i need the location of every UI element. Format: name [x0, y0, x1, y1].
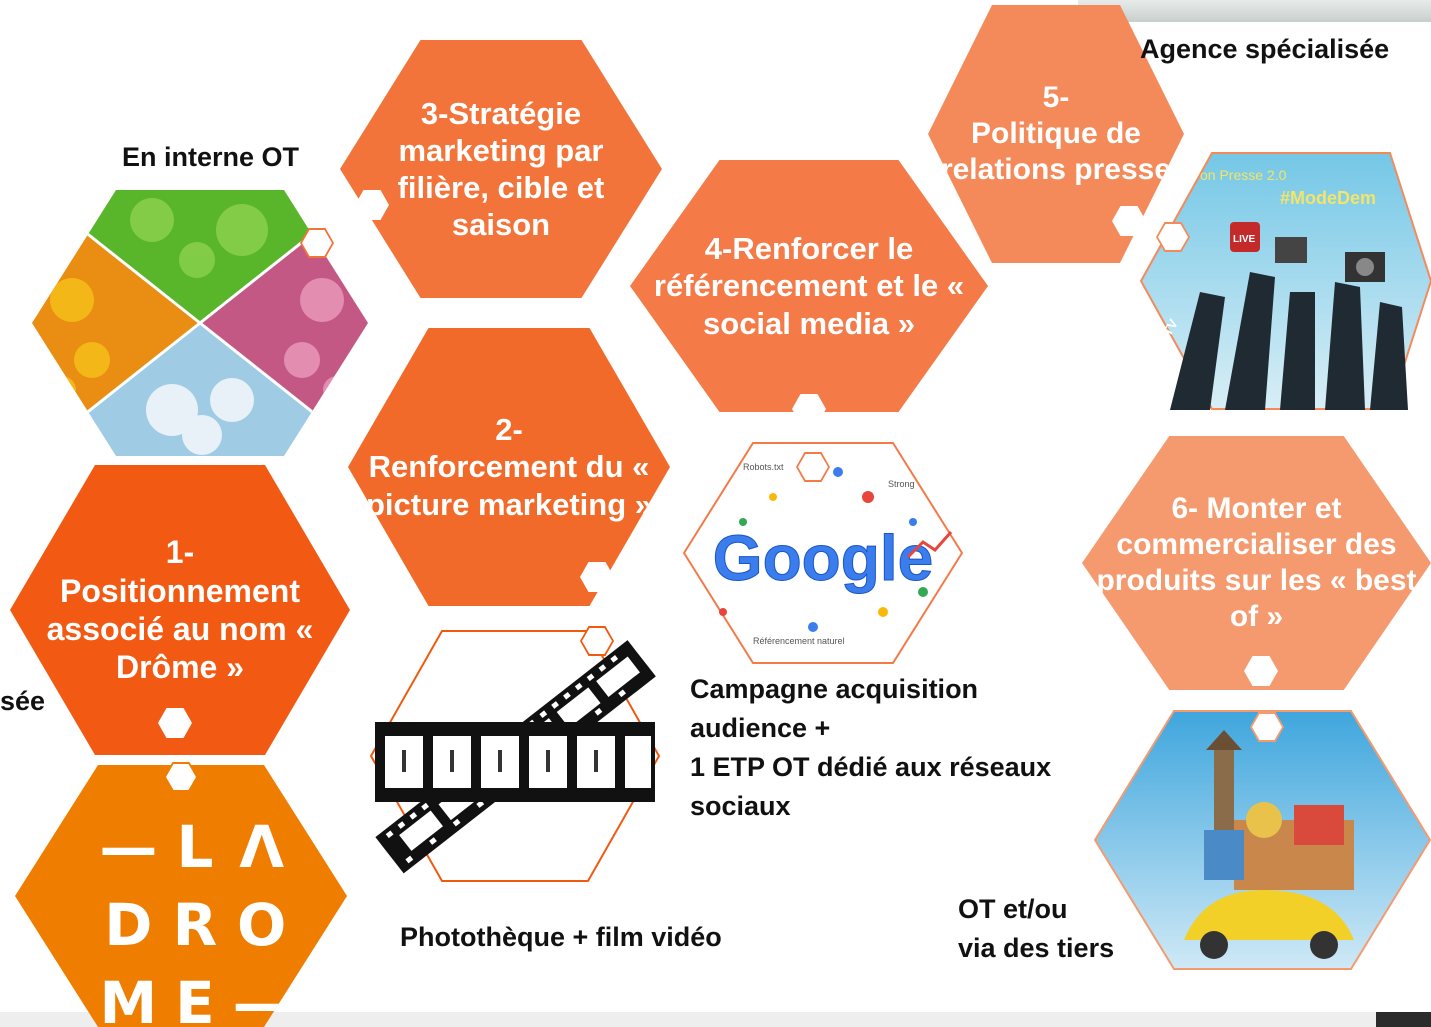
- campaign-line-4: sociaux: [690, 791, 791, 822]
- step-5-number: 5-: [1042, 81, 1070, 114]
- travel-image: [1094, 710, 1431, 970]
- step-4-number: 4-Renforcer le: [704, 231, 914, 267]
- internal-label: En interne OT: [122, 142, 300, 172]
- connector-2: [580, 562, 614, 592]
- top-banner: [1078, 0, 1431, 22]
- logo-letter: D: [104, 891, 153, 959]
- step-3-hexagon: 3-Stratégie marketing par filière, cible…: [340, 40, 662, 298]
- campaign-line-2: audience +: [690, 713, 831, 744]
- agency-label-clipped: sée: [0, 686, 46, 716]
- step-3-number: 3-Stratégie: [420, 95, 582, 131]
- step-1-number: 1-: [165, 534, 195, 571]
- campaign-line-3: 1 ETP OT dédié aux réseaux: [690, 752, 1052, 783]
- step-2-hexagon: 2- Renforcement du « picture marketing »: [348, 328, 670, 606]
- film-image: [370, 630, 660, 882]
- robots-text: Robots.txt: [743, 462, 784, 472]
- connector-google-inner: [798, 454, 828, 480]
- logo-letter: Λ: [239, 813, 285, 881]
- press-image: on Presse 2.0 #ModeDem LIVE TV: [1140, 152, 1431, 410]
- logo-letter: —: [99, 813, 158, 881]
- step-6-hexagon: 6- Monter et commercialiser des produits…: [1082, 436, 1431, 690]
- step-6-text: commercialiser des produits sur les « be…: [1096, 528, 1417, 633]
- step-6-number: 6- Monter et: [1171, 492, 1342, 525]
- step-3-text: marketing par filière, cible et saison: [397, 132, 605, 243]
- footer-bar: [0, 1012, 1431, 1027]
- connector-4: [792, 394, 826, 424]
- step-1-text: Positionnement associé au nom « Drôme »: [46, 572, 314, 686]
- logo-letter: R: [172, 891, 218, 959]
- campaign-line-1: Campagne acquisition: [690, 674, 979, 704]
- ot-label: OT et/ou via des tiers: [958, 890, 1114, 968]
- agency-label: Agence spécialisée: [1140, 34, 1390, 64]
- press-title: on Presse 2.0: [1200, 167, 1287, 183]
- step-4-hexagon: 4-Renforcer le référencement et le « soc…: [630, 160, 988, 412]
- step-2-text: Renforcement du « picture marketing »: [366, 449, 652, 522]
- logo-letter: E: [175, 969, 215, 1027]
- live-badge: LIVE: [1233, 234, 1256, 245]
- ot-line-1: OT et/ou: [958, 894, 1068, 924]
- drome-logo-image: — L Λ D R O M E —: [15, 765, 347, 1027]
- google-image: Robots.txt Strong Référencement naturel …: [683, 442, 963, 664]
- logo-letter: L: [176, 813, 214, 881]
- step-2-number: 2-: [495, 412, 523, 448]
- logo-letter: O: [237, 891, 287, 959]
- google-wordmark: Google: [713, 522, 933, 594]
- step-4-text: référencement et le « social media »: [653, 268, 965, 341]
- step-5-text: Politique de relations presse: [940, 117, 1172, 186]
- footer-dark-block: [1376, 1012, 1431, 1027]
- campaign-label: Campagne acquisition audience + 1 ETP OT…: [690, 670, 1051, 827]
- tv-badge: TV: [1160, 316, 1181, 338]
- connector-1: [158, 708, 192, 738]
- phototheque-label: Photothèque + film vidéo: [400, 922, 722, 952]
- strong-text: Strong: [888, 479, 915, 489]
- ot-line-2: via des tiers: [958, 933, 1115, 964]
- seo-text: Référencement naturel: [753, 636, 845, 646]
- logo-letter: M: [99, 969, 158, 1027]
- press-hashtag: #ModeDem: [1280, 188, 1376, 208]
